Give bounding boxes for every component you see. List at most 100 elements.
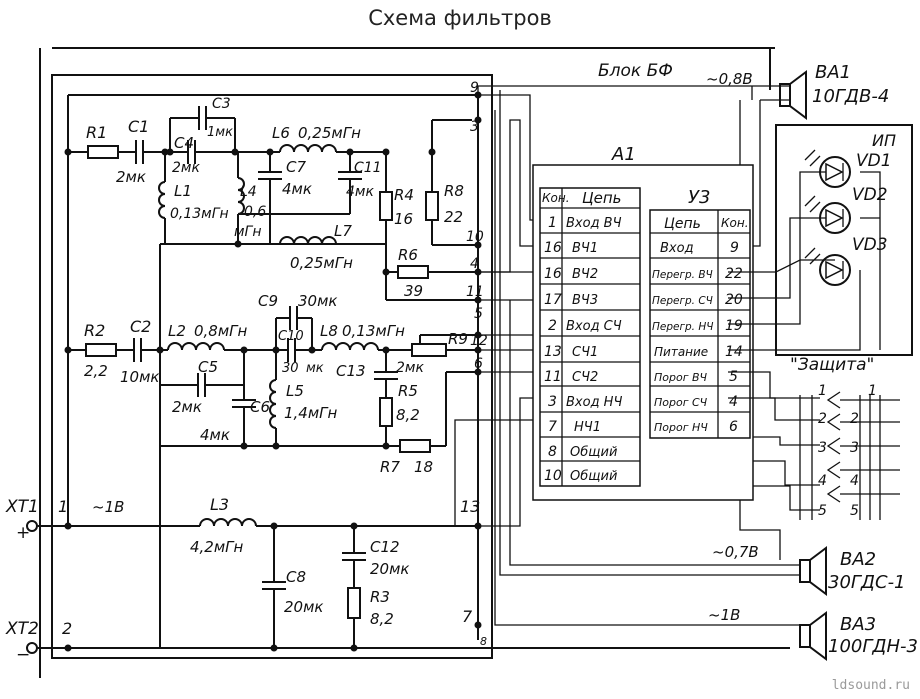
a1-row-8-cep: Вход НЧ — [566, 395, 622, 410]
c8-label: C8 — [286, 568, 306, 586]
r4-resistor — [379, 152, 393, 300]
c2-value: 10мк — [120, 368, 159, 386]
junction-dots — [64, 91, 482, 652]
a1-row-3-kon: 16 — [544, 266, 562, 282]
l7-value: 0,25мГн — [290, 254, 353, 272]
xt1-terminal — [26, 520, 38, 532]
node-8-label: 8 — [480, 635, 487, 648]
u3-row-7-kon: 4 — [729, 394, 738, 410]
protection-num-4b: 4 — [850, 473, 859, 489]
r6-label: R6 — [398, 246, 418, 264]
u3-row-8-kon: 6 — [729, 419, 738, 435]
a1-row-1-cep: Вход ВЧ — [566, 216, 622, 231]
protection-num-4a: 4 — [818, 473, 827, 489]
l1-label: L1 — [174, 182, 192, 200]
l7-label: L7 — [334, 222, 352, 240]
xt2-terminal — [26, 642, 38, 654]
u3-row-4-kon: 19 — [725, 318, 743, 334]
c3-capacitor — [169, 106, 236, 152]
r2-value: 2,2 — [84, 362, 108, 380]
a1-row-4-kon: 17 — [544, 292, 562, 308]
r1-resistor — [68, 145, 136, 159]
c4-capacitor — [187, 140, 235, 164]
r5-value: 8,2 — [396, 406, 420, 424]
vd2-led-icon — [819, 202, 851, 234]
diagram-title: Схема фильтров — [368, 6, 552, 30]
vd1-led-icon — [819, 156, 851, 188]
a1-row-2-kon: 16 — [544, 240, 562, 256]
c12-value: 20мк — [370, 560, 409, 578]
protection-num-5b: 5 — [850, 503, 859, 519]
c6-value: 4мк — [200, 426, 230, 444]
indicator-block — [728, 124, 913, 356]
c3-value: 1мк — [207, 125, 233, 140]
r2-label: R2 — [84, 321, 105, 340]
r5-resistor — [379, 397, 393, 446]
u3-row-3-cep: Перегр. СЧ — [652, 295, 713, 307]
ba2-label: ВА2 — [840, 549, 876, 570]
u3-row-6-cep: Порог ВЧ — [654, 371, 708, 384]
r6-resistor — [386, 265, 478, 279]
c4-value: 2мк — [172, 160, 200, 176]
a1-row-8-kon: 3 — [548, 394, 557, 410]
r9-label: R9 — [448, 330, 468, 348]
protection-num-3a: 3 — [818, 440, 827, 456]
c4-label: C4 — [174, 134, 194, 152]
v-lf-label: ~1В — [708, 606, 740, 624]
u3-row-2-cep: Перегр. ВЧ — [652, 269, 713, 281]
r9-resistor — [411, 334, 478, 357]
c12-capacitor — [342, 526, 366, 588]
ba1-model-label: 10ГДВ-4 — [812, 86, 889, 107]
a1-row-2-cep: ВЧ1 — [572, 241, 598, 256]
r4-value: 16 — [394, 210, 413, 228]
c1-value: 2мк — [116, 168, 146, 186]
c13-capacitor — [374, 350, 398, 398]
node-10-label: 10 — [466, 229, 484, 245]
node-7-label: 7 — [462, 607, 473, 626]
xt1-label: XT1 — [5, 497, 39, 517]
a1-row-6-kon: 13 — [544, 344, 562, 360]
a1-row-9-cep: НЧ1 — [574, 420, 601, 435]
protection-num-2a: 2 — [818, 411, 827, 427]
a1-row-7-cep: СЧ2 — [572, 370, 598, 385]
r3-label: R3 — [370, 588, 390, 606]
l2-value: 0,8мГн — [194, 322, 248, 340]
r7-value: 18 — [414, 458, 433, 476]
node-3-label: 3 — [470, 119, 479, 135]
protection-label: "Защита" — [790, 355, 874, 375]
l3-label: L3 — [210, 495, 229, 514]
block-bf-label: Блок БФ — [598, 61, 673, 81]
l7-inductor — [270, 236, 337, 245]
c9-value: 30мк — [298, 292, 337, 310]
u3-header-kon: Кон. — [721, 216, 749, 230]
c5-label: C5 — [198, 358, 218, 376]
a1-label: А1 — [611, 144, 636, 165]
v-mf-label: ~0,7В — [712, 543, 759, 561]
ba1-label: ВА1 — [815, 62, 851, 83]
a1-row-9-kon: 7 — [548, 419, 557, 435]
xt1-plus: + — [16, 523, 30, 543]
l8-label: L8 — [320, 322, 338, 340]
xt2-minus: − — [16, 645, 30, 665]
c3-label: C3 — [212, 96, 231, 112]
a1-row-5-cep: Вход СЧ — [566, 319, 622, 334]
c10-value-1: 30 — [282, 361, 299, 376]
c6-label: C6 — [250, 398, 270, 416]
l6-inductor — [238, 144, 386, 153]
c12-label: C12 — [370, 538, 400, 556]
l6-value: 0,25мГн — [298, 124, 361, 142]
r6-value: 39 — [404, 282, 423, 300]
vd2-label: VD2 — [852, 185, 888, 205]
r3-value: 8,2 — [370, 610, 394, 628]
l3-inductor — [199, 518, 478, 527]
ba3-speaker-icon — [799, 611, 827, 661]
node-6-label: 6 — [474, 356, 483, 372]
c8-capacitor — [262, 526, 286, 648]
vd3-led-icon — [819, 254, 851, 286]
u3-row-2-kon: 22 — [725, 266, 743, 282]
r8-value: 22 — [444, 208, 463, 226]
u3-rows: Вход 9 Перегр. ВЧ 22 Перегр. СЧ 20 Перег… — [652, 240, 743, 435]
ba1-speaker-icon — [779, 70, 807, 120]
node-5-label: 5 — [474, 306, 483, 322]
